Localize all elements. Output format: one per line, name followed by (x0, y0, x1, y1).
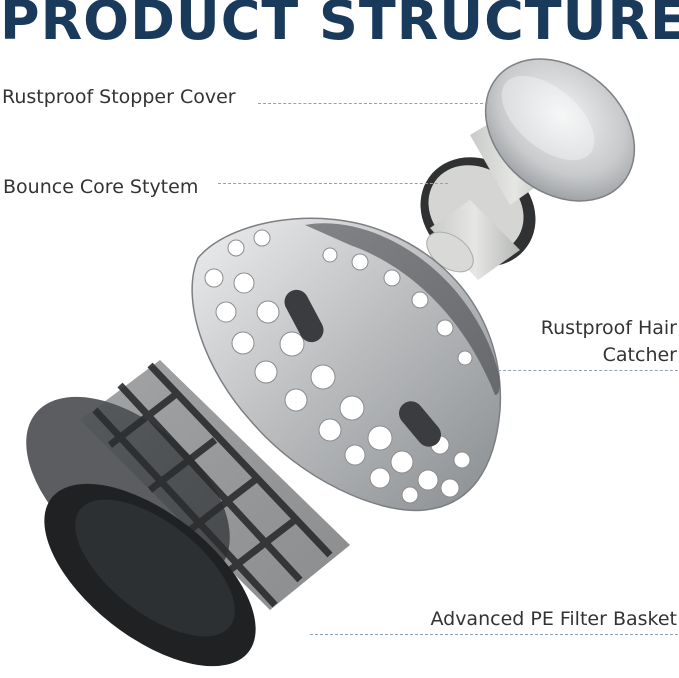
leader-line-filter-basket (310, 634, 678, 635)
label-stopper-cover: Rustproof Stopper Cover (2, 86, 236, 108)
stopper-cover-part (420, 58, 636, 280)
filter-basket-part (26, 360, 350, 667)
label-filter-basket: Advanced PE Filter Basket (430, 608, 677, 630)
leader-line-bounce-core (218, 183, 448, 184)
leader-line-hair-catcher (498, 370, 678, 371)
label-hair-catcher-line2: Catcher (602, 344, 677, 366)
label-hair-catcher-line1: Rustproof Hair (540, 317, 677, 339)
label-bounce-core: Bounce Core Stytem (3, 176, 199, 198)
hair-catcher-part (191, 217, 502, 512)
leader-line-stopper-cover (258, 103, 488, 104)
page-title: PRODUCT STRUCTURE (0, 0, 679, 52)
